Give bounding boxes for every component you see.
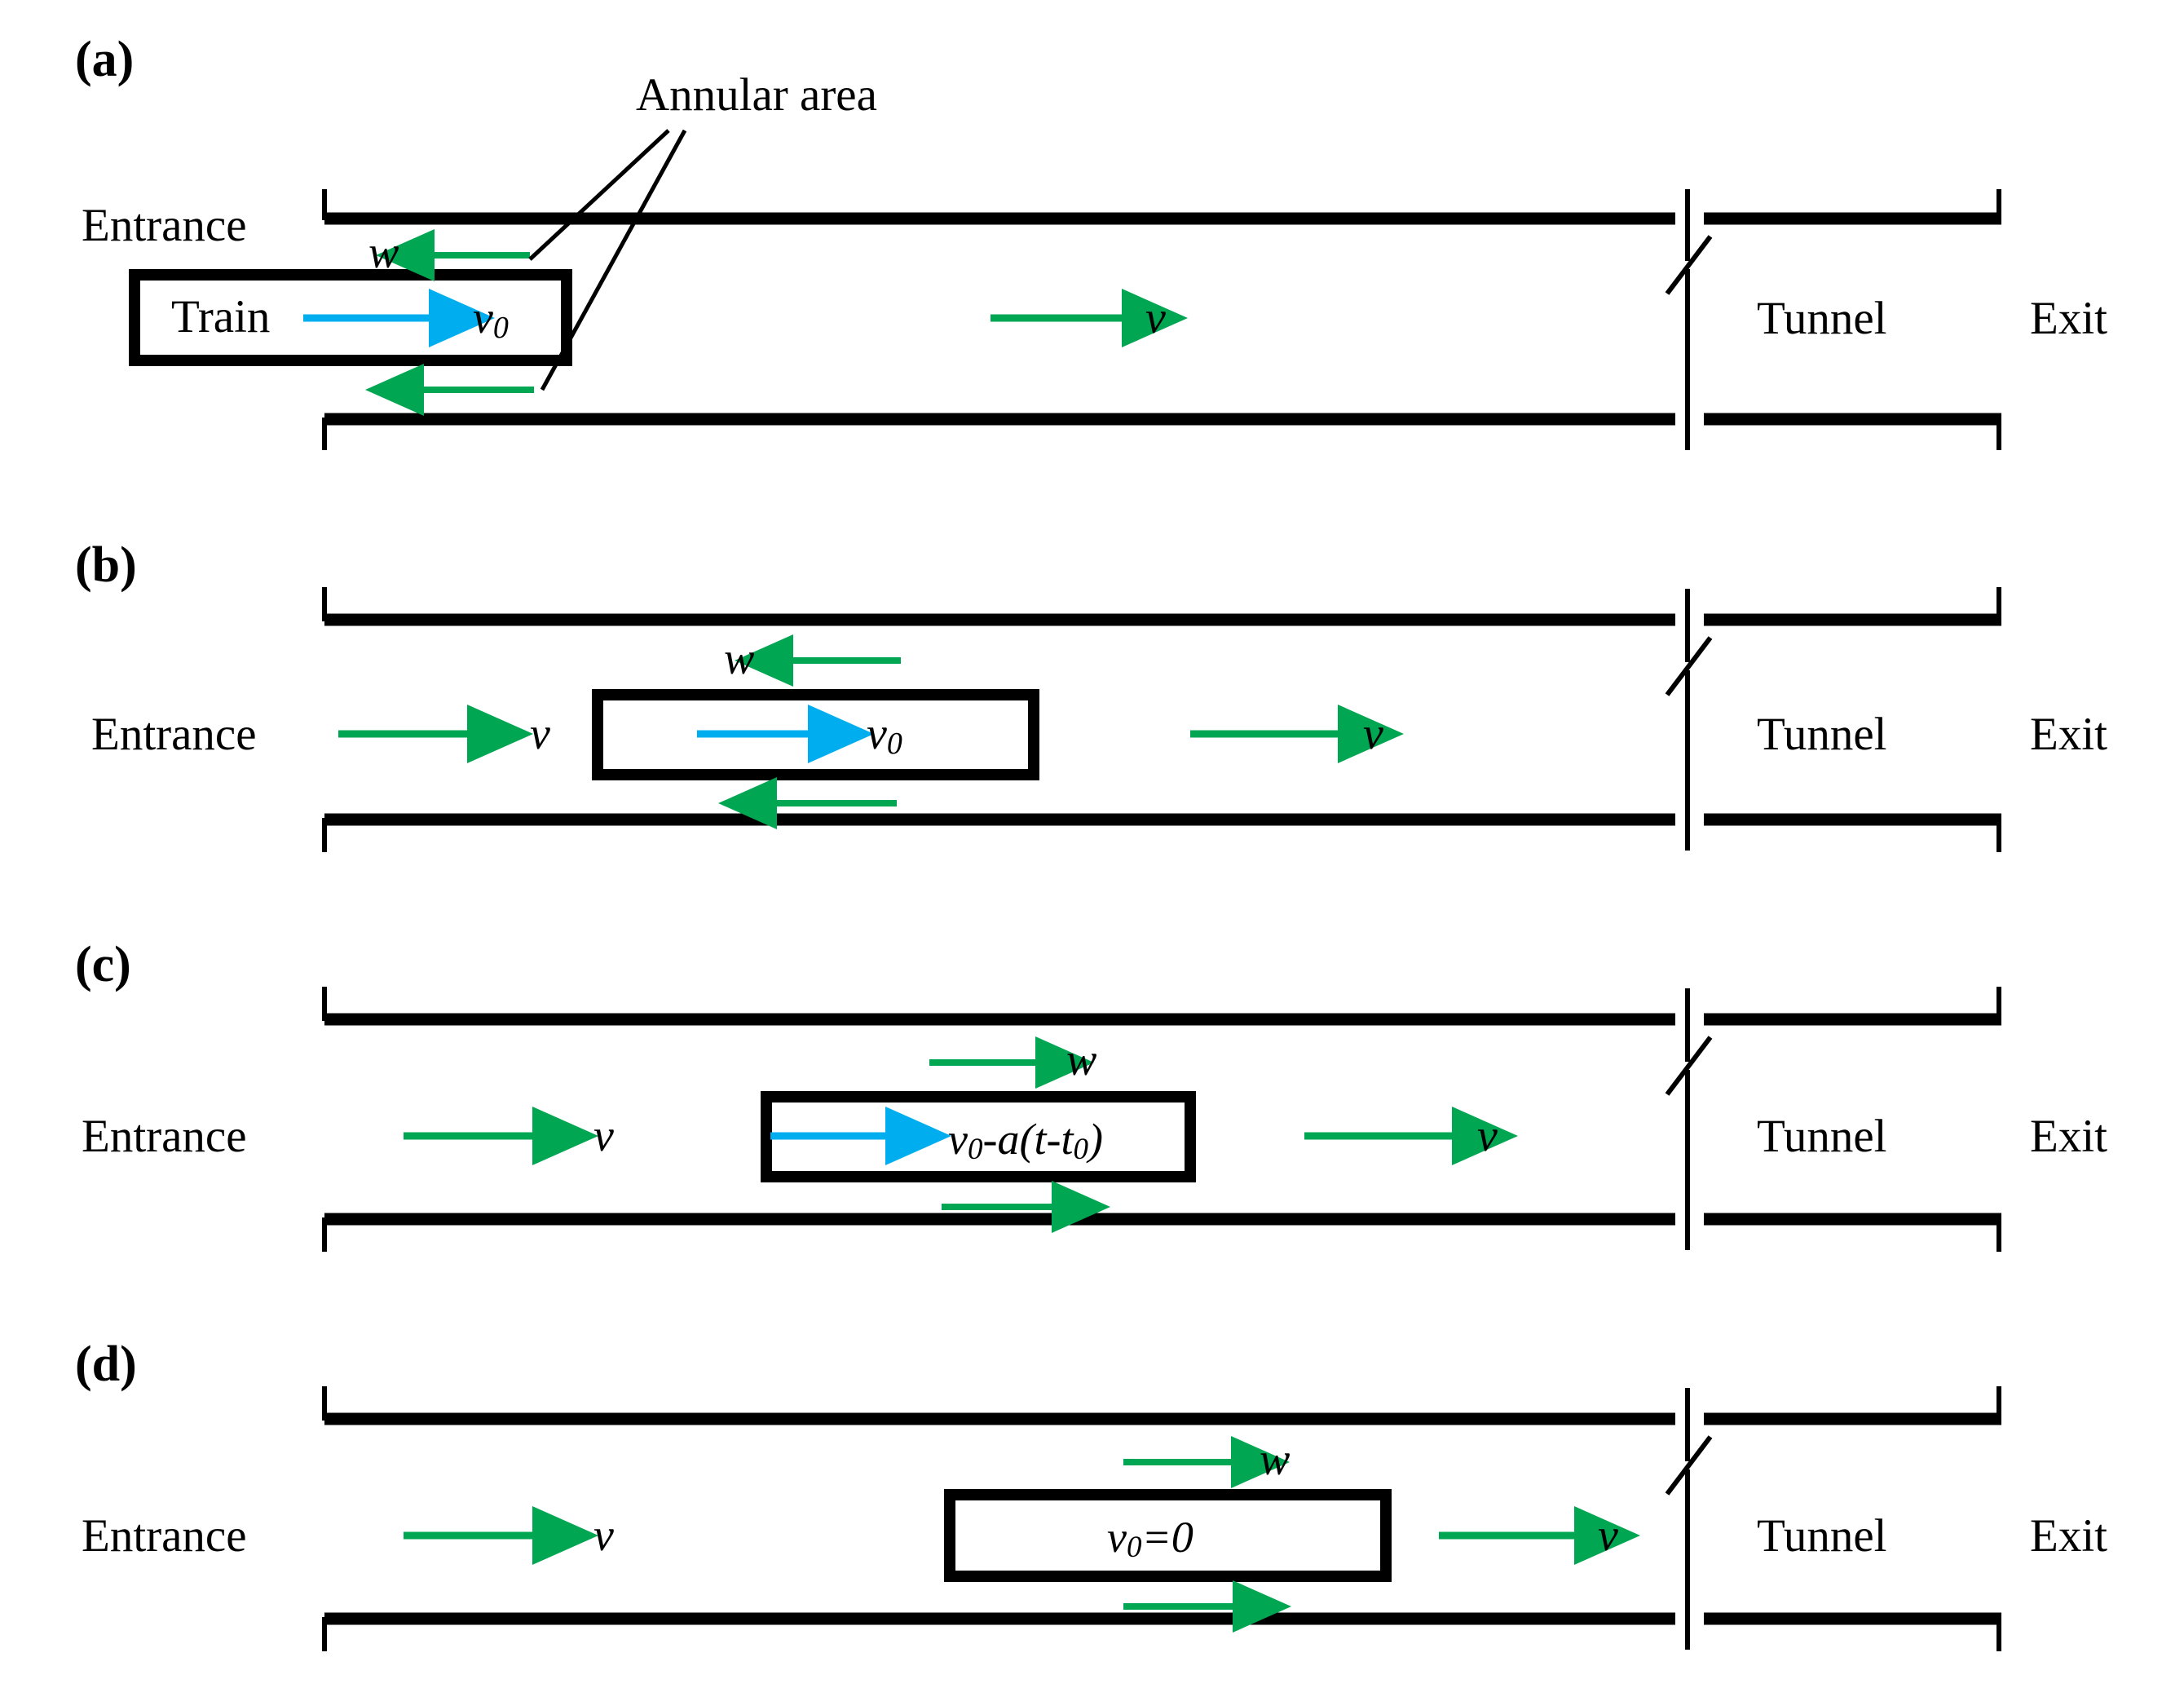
panel-a-wall-wave-symbol: w bbox=[368, 228, 399, 278]
panel-d-exit-label: Exit bbox=[2030, 1510, 2107, 1562]
annular-area-label: Annular area bbox=[636, 69, 877, 121]
panel-a-annular-leader-lines bbox=[528, 129, 687, 391]
formula-close: ) bbox=[1088, 1115, 1103, 1164]
panel-a-tunnel-label: Tunnel bbox=[1757, 293, 1887, 344]
panel-b-lower-wall bbox=[322, 813, 2001, 852]
panel-a-train-speed-symbol: v0 bbox=[473, 295, 509, 343]
panel-d-entrance-label: Entrance bbox=[82, 1510, 247, 1562]
panel-c-train-formula: v0-a(t-t0) bbox=[948, 1117, 1103, 1164]
formula-d-eq: = bbox=[1141, 1513, 1171, 1562]
formula-d-zero: 0 bbox=[1171, 1513, 1193, 1562]
panel-label-c: (c) bbox=[75, 937, 131, 992]
panel-b-air-velocity-symbol: v bbox=[1363, 709, 1383, 759]
formula-t2: t bbox=[1061, 1115, 1074, 1164]
formula-a: a bbox=[997, 1115, 1020, 1164]
panel-a-air-velocity-symbol: v bbox=[1145, 293, 1166, 343]
panel-b-exit-label: Exit bbox=[2030, 709, 2107, 760]
panel-b-graphics bbox=[322, 587, 2001, 852]
panel-c-entrance-label: Entrance bbox=[82, 1111, 247, 1162]
panel-a-speed-sub: 0 bbox=[492, 311, 509, 346]
panel-label-b: (b) bbox=[75, 537, 137, 593]
panel-d-graphics bbox=[322, 1386, 2001, 1651]
panel-d-upper-wall bbox=[322, 1386, 2001, 1425]
panel-a-entrance-label: Entrance bbox=[82, 200, 247, 251]
panel-a-break-symbol bbox=[1665, 189, 1713, 450]
panel-a-speed-v: v bbox=[473, 293, 493, 343]
panel-d-air-velocity-symbol: v bbox=[1598, 1510, 1618, 1561]
formula-d-v-sub: 0 bbox=[1126, 1530, 1142, 1564]
panel-d-entrance-velocity-symbol: v bbox=[593, 1510, 614, 1561]
panel-d-break-symbol bbox=[1665, 1388, 1713, 1650]
panel-d-tunnel-label: Tunnel bbox=[1757, 1510, 1887, 1562]
panel-c-lower-wall bbox=[322, 1213, 2001, 1252]
panel-c-break-symbol bbox=[1665, 988, 1713, 1250]
formula-d-v: v bbox=[1107, 1513, 1127, 1562]
panel-label-d: (d) bbox=[75, 1337, 137, 1392]
panel-a-lower-wall bbox=[322, 413, 2001, 450]
formula-minus: - bbox=[982, 1115, 998, 1164]
panel-b-tunnel-label: Tunnel bbox=[1757, 709, 1887, 760]
panel-a-upper-wall bbox=[322, 189, 2001, 225]
panel-b-upper-wall bbox=[322, 587, 2001, 626]
formula-minus2: - bbox=[1046, 1115, 1061, 1164]
panel-d-train-box bbox=[944, 1489, 1392, 1582]
panel-b-entrance-velocity-symbol: v bbox=[530, 709, 550, 759]
panel-b-wall-wave-symbol: w bbox=[724, 634, 755, 684]
panel-b-speed-sub: 0 bbox=[886, 727, 902, 762]
panel-b-break-symbol bbox=[1665, 589, 1713, 851]
panel-c-graphics bbox=[322, 987, 2001, 1252]
formula-v: v bbox=[948, 1115, 968, 1164]
panel-b-train-speed-symbol: v0 bbox=[867, 711, 902, 759]
panel-c-air-velocity-symbol: v bbox=[1477, 1111, 1498, 1161]
formula-t-sub: 0 bbox=[1073, 1132, 1088, 1166]
panel-d-wall-wave-symbol: w bbox=[1260, 1434, 1291, 1485]
panel-a-train-text: Train bbox=[171, 291, 271, 342]
panel-a-exit-label: Exit bbox=[2030, 293, 2107, 344]
panel-d-train-formula: v0=0 bbox=[1107, 1515, 1193, 1562]
formula-v-sub: 0 bbox=[967, 1132, 983, 1166]
panel-b-entrance-label: Entrance bbox=[91, 709, 257, 760]
panel-c-exit-label: Exit bbox=[2030, 1111, 2107, 1162]
panel-c-upper-wall bbox=[322, 987, 2001, 1026]
panel-c-tunnel-label: Tunnel bbox=[1757, 1111, 1887, 1162]
panel-label-a: (a) bbox=[75, 32, 135, 87]
panel-d-lower-wall bbox=[322, 1612, 2001, 1651]
panel-c-entrance-velocity-symbol: v bbox=[593, 1111, 614, 1161]
formula-t: t bbox=[1034, 1115, 1047, 1164]
panel-a-graphics bbox=[129, 129, 2001, 450]
panel-b-speed-v: v bbox=[867, 709, 887, 759]
formula-open: ( bbox=[1019, 1115, 1035, 1164]
panel-c-wall-wave-symbol: w bbox=[1066, 1035, 1097, 1085]
panel-b-train-box bbox=[592, 689, 1039, 780]
